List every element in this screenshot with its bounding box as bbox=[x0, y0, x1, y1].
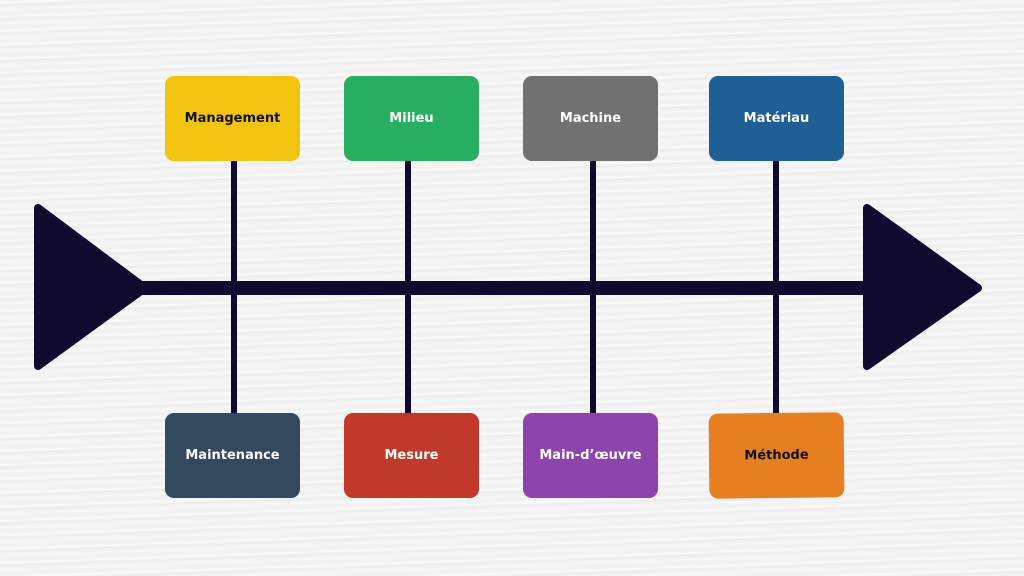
head-triangle bbox=[863, 204, 982, 370]
category-machine: Machine bbox=[523, 76, 658, 161]
category-label: Maintenance bbox=[185, 448, 280, 463]
category-label: Main-d’œuvre bbox=[539, 448, 642, 463]
category-label: Management bbox=[184, 111, 281, 126]
category-maintenance: Maintenance bbox=[165, 413, 300, 498]
category-materiau: Matériau bbox=[709, 76, 844, 161]
category-label: Mesure bbox=[384, 448, 439, 463]
tail-triangle bbox=[34, 204, 149, 370]
category-label: Milieu bbox=[389, 111, 434, 126]
category-mesure: Mesure bbox=[344, 413, 479, 498]
category-methode: Méthode bbox=[708, 412, 845, 499]
category-label: Matériau bbox=[743, 111, 810, 126]
category-milieu: Milieu bbox=[344, 76, 479, 161]
category-label: Machine bbox=[559, 111, 622, 126]
category-label: Méthode bbox=[744, 447, 809, 464]
spine bbox=[140, 281, 875, 295]
category-management: Management bbox=[165, 76, 300, 161]
category-main-doeuvre: Main-d’œuvre bbox=[523, 413, 658, 498]
